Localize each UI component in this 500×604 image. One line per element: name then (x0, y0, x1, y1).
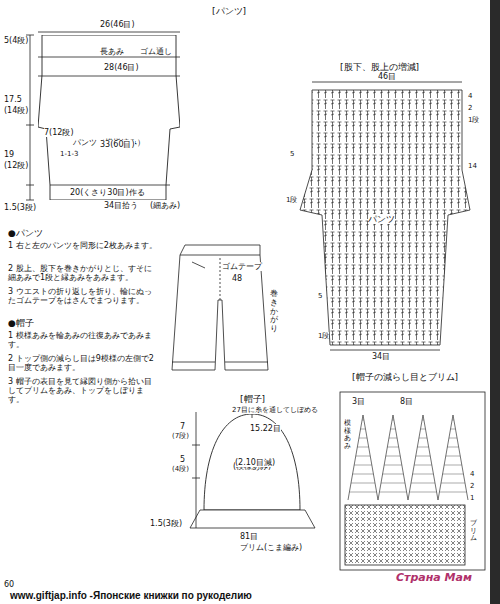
label: 5(4段) (4, 36, 28, 45)
label: (細あみ) (150, 201, 180, 210)
label: [帽子の減らし目とブリム] (352, 372, 458, 382)
label: ブリム (470, 520, 477, 543)
instruction-text: 1 右と左のパンツを同形に2枚あみます。 (8, 241, 158, 250)
label: 長あみ (100, 47, 124, 56)
label: [帽子] (240, 394, 265, 404)
label: 28(46目) (104, 63, 139, 72)
label: ブリム(こま編み) (240, 543, 302, 552)
label: 15.22目 (250, 424, 281, 433)
label: 4 (470, 470, 474, 478)
label: 4 (468, 92, 472, 100)
instruction-text: 2 トップ側の減らし目は9模様の左側で2目一度であみます。 (8, 354, 158, 372)
label: 60 (4, 580, 14, 589)
label: ●パンツ (8, 228, 43, 238)
label: 1段 (286, 196, 297, 204)
instruction-text: 2 股上、股下を巻きかがりとじ、すそに細あみで1段と縁あみをあみます。 (8, 264, 158, 282)
watermark: Страна Мам (396, 572, 472, 585)
label: 模様あみ (344, 420, 351, 451)
instruction-text: 3 ウエストの折り返しを折り、輪にぬったゴムテープをはさんでまつります。 (8, 287, 158, 305)
label: 17.5 (4, 95, 22, 104)
label: [股下、股上の増減] (340, 62, 419, 72)
label: 48 (232, 274, 242, 283)
label: 5 (180, 455, 185, 464)
label: ゴムテープ (222, 262, 262, 271)
label: 27目に糸を通してしぼめる (232, 406, 318, 414)
label: 1.5(3段) (150, 519, 182, 528)
label: 81目 (240, 532, 258, 541)
instruction-text: 3 帽子の表目を見て縁図り側から拾い目してブリムをあみ、トップをしぼります。 (8, 377, 158, 405)
label: 巻きかがり (270, 290, 278, 334)
label: 33(60目) (100, 140, 135, 149)
label: ゴム通し (140, 47, 172, 56)
label: (7段) (172, 432, 189, 440)
label: (2.10目減) (235, 458, 275, 467)
label: 19 (4, 150, 14, 159)
label: 3目 (352, 397, 365, 406)
pants-schematic: パンツ（模様編み） (38, 35, 180, 200)
label: 2 (468, 104, 472, 112)
watermark: www.giftjap.info -Японские книжки по рук… (10, 590, 252, 602)
label: 1段 (318, 332, 329, 340)
label: 5 (290, 150, 294, 158)
label: 5 (318, 292, 322, 300)
label: 7 (180, 422, 185, 431)
label: (14段) (4, 106, 28, 115)
shape-outline (38, 35, 180, 200)
instruction-text: 1 模様あみを輪あみの往復あみであみます。 (8, 331, 158, 349)
label: (4段) (172, 465, 189, 473)
label: 34目 (372, 352, 390, 361)
label: ●帽子 (8, 318, 34, 328)
label: 1.5(3段) (4, 203, 36, 212)
label: 8目 (400, 397, 413, 406)
label: 34目拾う (104, 201, 138, 210)
label: 1段 (468, 116, 479, 124)
label: 1-1-3 (60, 150, 78, 158)
label: 2 (470, 482, 474, 490)
label: 26(46目) (100, 20, 135, 29)
label: 1 (470, 494, 474, 502)
label: [パンツ] (212, 6, 246, 16)
label: パンツ (368, 214, 395, 224)
label: 20(くさり30目)作る (70, 188, 145, 197)
label: 14 (468, 162, 477, 170)
label: 46目 (378, 72, 396, 81)
label: (12段) (4, 161, 28, 170)
label: 7(12段) (44, 128, 74, 137)
